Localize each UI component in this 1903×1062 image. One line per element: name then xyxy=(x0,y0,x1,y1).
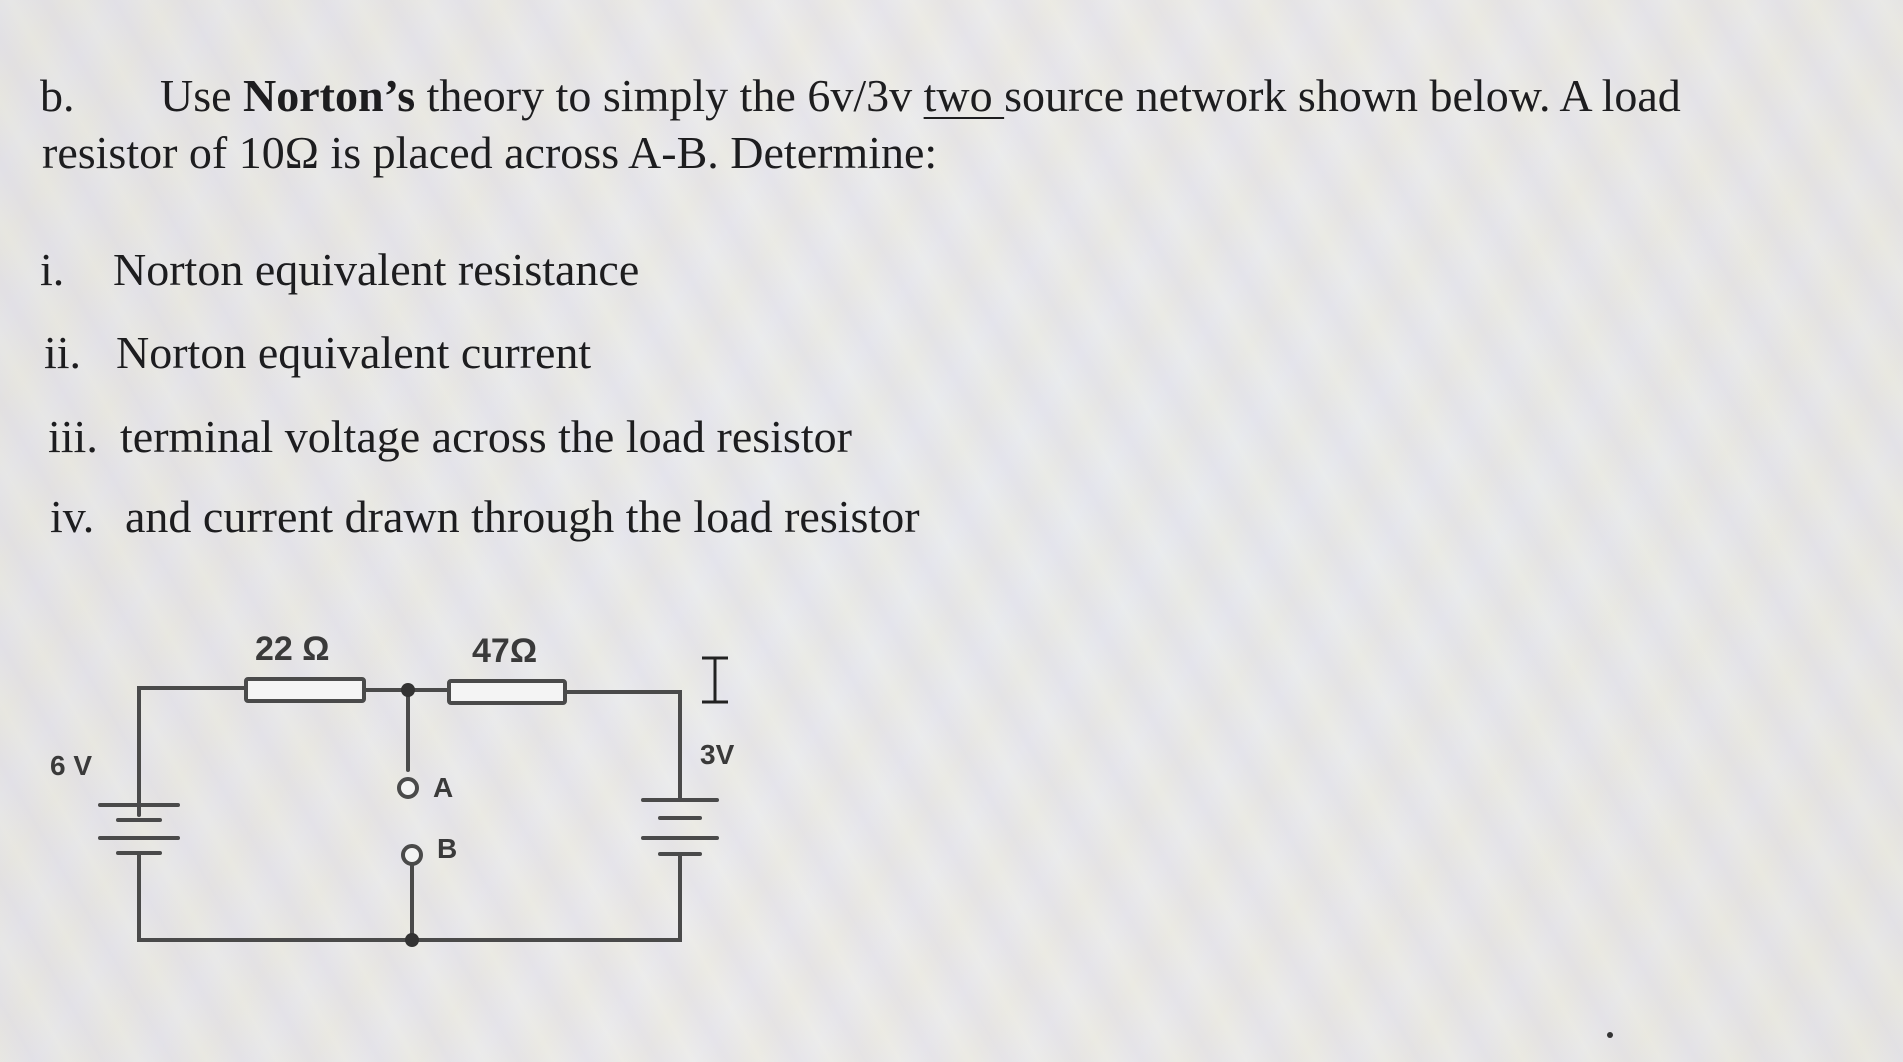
item-number: iii. xyxy=(48,411,98,462)
intro-bold: Norton’s xyxy=(243,70,416,121)
list-item: i. Norton equivalent resistance xyxy=(40,247,639,293)
terminal-b-dot xyxy=(401,844,423,866)
label-22-ohm: 22 Ω xyxy=(255,630,330,668)
wire-left-top xyxy=(137,686,248,802)
intro-post: source network shown below. A load xyxy=(1004,70,1681,121)
text-cursor-icon xyxy=(702,656,728,704)
label-terminal-a: A xyxy=(433,772,453,803)
question-line-2: resistor of 10Ω is placed across A-B. De… xyxy=(42,127,938,178)
label-3v: 3V xyxy=(700,739,735,770)
resistor-47 xyxy=(447,679,567,705)
junction-top xyxy=(401,683,415,697)
screen-dust-speck xyxy=(1607,1032,1613,1038)
item-text: Norton equivalent current xyxy=(116,327,592,378)
terminal-a-dot xyxy=(397,777,419,799)
question-line-1: b. Use Norton’s theory to simply the 6v/3… xyxy=(40,73,1681,119)
list-item: iv. and current drawn through the load re… xyxy=(50,494,920,540)
wire-right-top xyxy=(563,690,682,767)
question-label: b. xyxy=(40,70,75,121)
item-number: iv. xyxy=(50,491,95,542)
label-6v: 6 V xyxy=(50,750,92,781)
label-47-ohm: 47Ω xyxy=(472,632,537,670)
item-text: and current drawn through the load resis… xyxy=(125,491,920,542)
item-number: i. xyxy=(40,244,65,295)
wire-bottom xyxy=(137,860,682,942)
item-text: terminal voltage across the load resisto… xyxy=(120,411,852,462)
list-item: iii. terminal voltage across the load res… xyxy=(48,414,852,460)
resistor-22 xyxy=(244,677,366,703)
intro-pre: Use xyxy=(160,70,244,121)
intro-mid: theory to simply the 6v/3v xyxy=(415,70,924,121)
intro-underlined: two xyxy=(923,70,1005,121)
item-text: Norton equivalent resistance xyxy=(113,244,640,295)
list-item: ii. Norton equivalent current xyxy=(44,330,591,376)
junction-bottom xyxy=(405,933,419,947)
label-terminal-b: B xyxy=(437,833,457,864)
item-number: ii. xyxy=(44,327,82,378)
